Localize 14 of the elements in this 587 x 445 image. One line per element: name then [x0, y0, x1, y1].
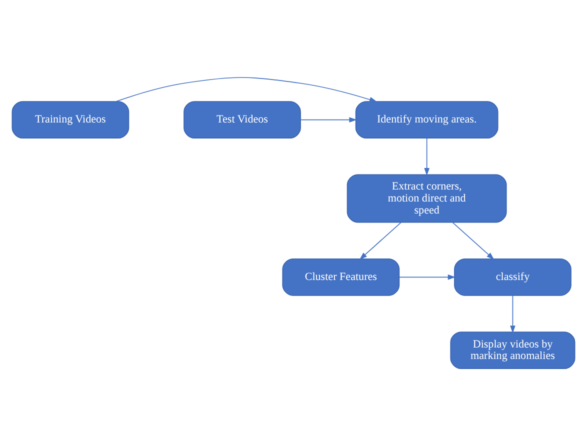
arrow [424, 137, 430, 176]
arrow [116, 76, 378, 102]
node-box: Extract corners, motion direct and speed [346, 174, 507, 222]
arrow [452, 222, 494, 260]
node-box: Display videos by marking anomalies [450, 331, 576, 369]
node-box: Training Videos [12, 100, 130, 138]
arrow [359, 222, 402, 260]
node-box: Test Videos [184, 100, 301, 138]
arrow [398, 274, 456, 280]
node-box: classify [454, 258, 572, 296]
arrow [300, 116, 357, 122]
node-box: Cluster Features [282, 258, 400, 296]
arrow [510, 294, 516, 333]
node-box: Identify moving areas. [355, 100, 498, 138]
